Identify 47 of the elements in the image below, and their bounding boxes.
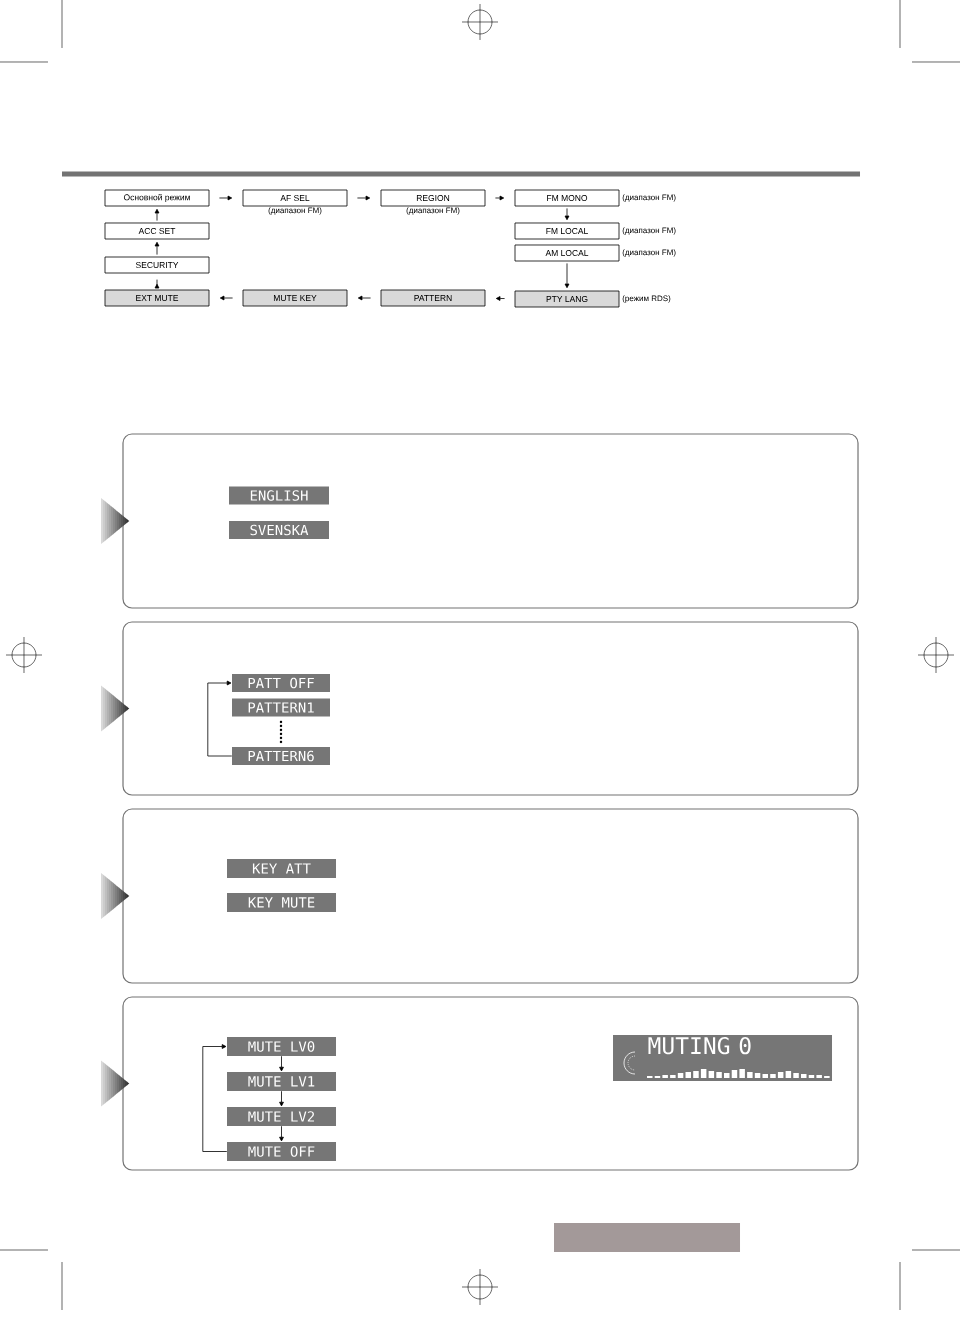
menu-box: AF SEL	[242, 189, 348, 207]
panel-frame	[122, 808, 859, 984]
menu-box: PATTERN	[380, 289, 486, 307]
menu-box: ACC SET	[104, 222, 210, 240]
arrow	[207, 680, 233, 757]
note-text: (режим RDS)	[622, 295, 671, 303]
arrow	[279, 1090, 284, 1107]
lcd-display: PATT OFF	[232, 674, 330, 692]
menu-box: PTY LANG	[514, 290, 620, 308]
arrow	[154, 208, 160, 221]
menu-box: MUTE KEY	[242, 289, 348, 307]
arrow	[495, 195, 505, 201]
arrow	[219, 195, 233, 201]
menu-box: REGION	[380, 189, 486, 207]
arrow	[279, 1125, 284, 1142]
lcd-display: MUTE OFF	[227, 1142, 336, 1161]
lcd-display: MUTE LV0	[227, 1037, 336, 1056]
note-text: (диапазон FM)	[268, 207, 322, 215]
menu-box: FM LOCAL	[514, 222, 620, 240]
lcd-display: PATTERN6	[232, 747, 330, 765]
menu-box: FM MONO	[514, 189, 620, 207]
arrow	[279, 1055, 284, 1072]
lcd-display: MUTE LV1	[227, 1072, 336, 1091]
arrow	[495, 296, 505, 301]
lcd-display: KEY MUTE	[227, 893, 336, 912]
lcd-display: MUTE LV2	[227, 1107, 336, 1126]
note-text: (диапазон FM)	[622, 227, 676, 235]
menu-box: AM LOCAL	[514, 244, 620, 262]
note-text: (диапазон FM)	[622, 249, 676, 257]
panel-frame	[122, 621, 859, 796]
menu-box: EXT MUTE	[104, 289, 210, 307]
panel-frame	[122, 433, 859, 609]
arrow	[154, 241, 160, 255]
menu-box: SECURITY	[104, 256, 210, 274]
note-text: (диапазон FM)	[622, 194, 676, 202]
arrow	[202, 1044, 228, 1152]
lcd-display: KEY ATT	[227, 859, 336, 878]
arrow	[219, 295, 233, 301]
menu-box: Основной режим	[104, 189, 210, 207]
arrow	[564, 208, 570, 221]
lcd-display: SVENSKA	[229, 521, 329, 539]
arrow	[564, 263, 570, 289]
arrow	[357, 195, 371, 201]
arrow	[357, 295, 371, 301]
note-text: (диапазон FM)	[406, 207, 460, 215]
arrow	[154, 279, 160, 289]
lcd-display: MUTING 0	[613, 1035, 832, 1081]
